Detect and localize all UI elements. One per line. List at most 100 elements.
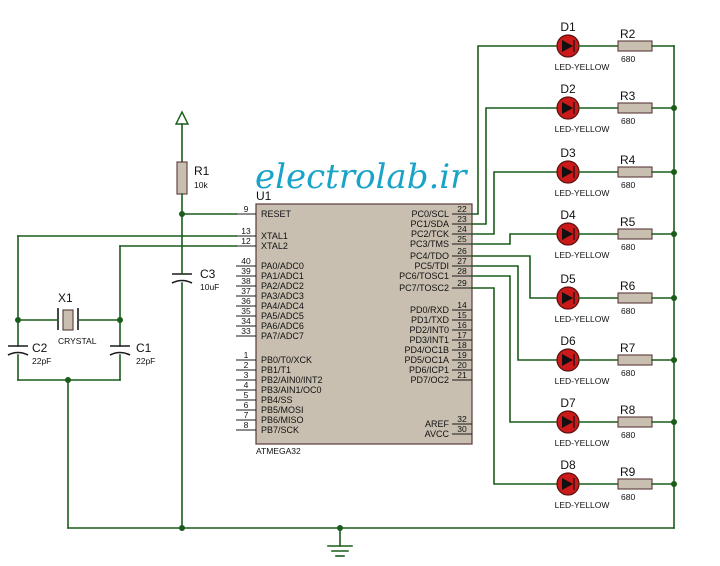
mcu-pin-label: PC6/TOSC1 [399, 271, 449, 281]
vcc-power-symbol [174, 110, 190, 163]
resistor-value: 680 [621, 54, 635, 64]
mcu-pin-number: 19 [457, 350, 467, 360]
mcu-pin-label: PB6/MISO [261, 415, 304, 425]
mcu-pin-number: 33 [241, 326, 251, 336]
mcu-pin-label: PD7/OC2 [410, 375, 449, 385]
mcu-pin-number: 12 [241, 236, 251, 246]
led-ref: D2 [560, 82, 576, 96]
resistor-ref: R3 [620, 89, 636, 103]
resistor-r1: R1 10k [176, 161, 210, 195]
led-ref: D4 [560, 208, 576, 222]
mcu-pin-label: PC0/SCL [411, 209, 449, 219]
mcu-pin-number: 13 [241, 226, 251, 236]
ground-symbol [327, 527, 353, 557]
capacitor-c3: C3 10uF [171, 267, 219, 292]
mcu-pin-number: 15 [457, 310, 467, 320]
mcu-pin-label: PA2/ADC2 [261, 281, 304, 291]
mcu-pin-label: PB7/SCK [261, 425, 299, 435]
led-ref: D1 [560, 20, 576, 34]
led-ref: D3 [560, 146, 576, 160]
resistor-ref: R8 [620, 403, 636, 417]
led-value: LED-YELLOW [555, 500, 610, 510]
mcu-pin-label: PA6/ADC6 [261, 321, 304, 331]
mcu-pin-label: PA3/ADC3 [261, 291, 304, 301]
mcu-pin-label: PA0/ADC0 [261, 261, 304, 271]
mcu-pin-label: AREF [425, 419, 450, 429]
mcu-pin-number: 24 [457, 224, 467, 234]
mcu-pin-label: PB0/T0/XCK [261, 355, 312, 365]
mcu-pin-number: 27 [457, 256, 467, 266]
mcu-pin-number: 6 [244, 400, 249, 410]
led-ref: D7 [560, 396, 576, 410]
mcu-pin-label: PD1/TXD [411, 315, 450, 325]
mcu-pin-label: PD5/OC1A [404, 355, 449, 365]
mcu-pin-label: PD0/RXD [410, 305, 450, 315]
led-value: LED-YELLOW [555, 376, 610, 386]
mcu-pin-number: 5 [244, 390, 249, 400]
resistor-r3: R3 680 [617, 89, 653, 126]
mcu-pin-label: PB3/AIN1/OC0 [261, 385, 322, 395]
mcu-pin-label: XTAL1 [261, 231, 288, 241]
r1-value: 10k [194, 180, 208, 190]
mcu-pin-number: 1 [244, 350, 249, 360]
mcu-pin-label: PC4/TDO [410, 251, 449, 261]
mcu-pin-number: 18 [457, 340, 467, 350]
watermark-text: electrolab.ir [255, 157, 468, 197]
led-ref: D6 [560, 334, 576, 348]
c2-value: 22pF [32, 356, 51, 366]
mcu-pin-label: PA7/ADC7 [261, 331, 304, 341]
mcu-pin-label: PA4/ADC4 [261, 301, 304, 311]
mcu-pin-number: 36 [241, 296, 251, 306]
x1-ref: X1 [58, 291, 73, 305]
mcu-pin-label: PB1/T1 [261, 365, 291, 375]
mcu-pin-label: PC3/TMS [410, 239, 449, 249]
led-ref: D8 [560, 458, 576, 472]
mcu-pin-label: PC7/TOSC2 [399, 283, 449, 293]
capacitor-c1: C1 22pF [109, 341, 155, 366]
mcu-pin-number: 35 [241, 306, 251, 316]
mcu-pin-number: 9 [244, 204, 249, 214]
mcu-pin-label: PB2/AIN0/INT2 [261, 375, 323, 385]
led-value: LED-YELLOW [555, 438, 610, 448]
u1-part: ATMEGA32 [256, 446, 301, 456]
mcu-pin-number: 32 [457, 414, 467, 424]
mcu-pin-number: 22 [457, 204, 467, 214]
resistor-value: 680 [621, 116, 635, 126]
led-value: LED-YELLOW [555, 188, 610, 198]
c2-ref: C2 [32, 341, 48, 355]
mcu-pin-label: PD6/ICP1 [409, 365, 449, 375]
